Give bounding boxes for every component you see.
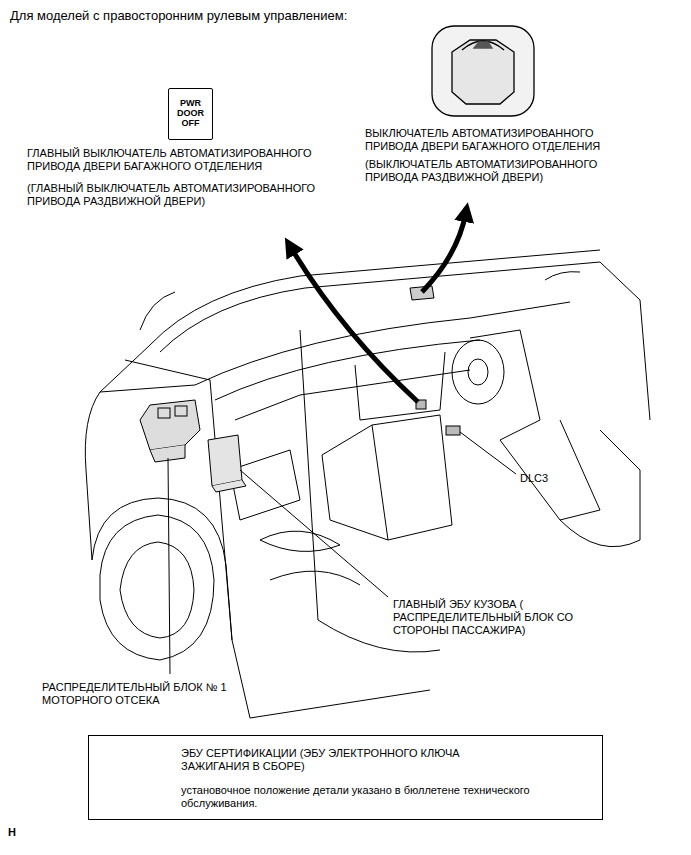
connector-name: DLC3: [520, 472, 580, 485]
part-name: (ГЛАВНЫЙ ВЫКЛЮЧАТЕЛЬ АВТОМАТИЗИРОВАННОГО…: [27, 182, 347, 208]
switch-face: PWR DOOR OFF: [168, 88, 213, 140]
switch-icon: [432, 26, 534, 116]
part-name: РАСПРЕДЕЛИТЕЛЬНЫЙ БЛОК № 1 МОТОРНОГО ОТС…: [42, 681, 242, 707]
page-title: Для моделей с правосторонним рулевым упр…: [10, 8, 347, 24]
node-heading: PWR DOOR OFF: [176, 89, 206, 128]
body-ecu: [208, 435, 246, 492]
part-name: ВЫКЛЮЧАТЕЛЬ АВТОМАТИЗИРОВАННОГО ПРИВОДА …: [365, 127, 630, 153]
part-name: ГЛАВНЫЙ ЭБУ КУЗОВА ( РАСПРЕДЕЛИТЕЛЬНЫЙ Б…: [393, 598, 573, 637]
part-name: (ВЫКЛЮЧАТЕЛЬ АВТОМАТИЗИРОВАННОГО ПРИВОДА…: [365, 158, 630, 184]
car-body: [85, 250, 650, 718]
note-box: ЭБУ СЕРТИФИКАЦИИ (ЭБУ ЭЛЕКТРОННОГО КЛЮЧА…: [88, 735, 603, 820]
callout-arrow: [290, 246, 418, 402]
callout-arrow: [422, 212, 466, 292]
part-name: ГЛАВНЫЙ ВЫКЛЮЧАТЕЛЬ АВТОМАТИЗИРОВАННОГО …: [27, 147, 347, 173]
leader-line: [168, 432, 516, 674]
figure-code: H: [8, 826, 28, 838]
dlc3-connector: [446, 426, 460, 435]
relay-block: [140, 400, 200, 462]
node-note: установочное положение детали указано в …: [181, 784, 591, 810]
node-heading: ЭБУ СЕРТИФИКАЦИИ (ЭБУ ЭЛЕКТРОННОГО КЛЮЧА…: [181, 747, 521, 773]
